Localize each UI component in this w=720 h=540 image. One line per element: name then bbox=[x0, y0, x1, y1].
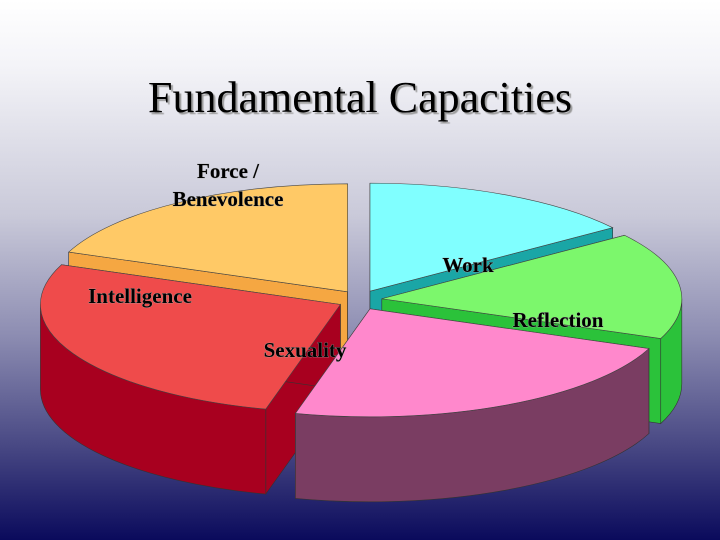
pie-slice-reflection bbox=[294, 307, 650, 503]
pie-slice-sexuality bbox=[40, 264, 341, 496]
slice-label-line: Benevolence bbox=[173, 187, 284, 211]
slice-top bbox=[369, 182, 614, 292]
slice-label-sexuality: Sexuality bbox=[264, 338, 347, 362]
slice-label-force-benevolence: Force / Benevolence bbox=[173, 159, 284, 211]
slice-top bbox=[68, 183, 348, 293]
slice-label-line: Sexuality bbox=[264, 338, 347, 362]
slice-label-line: Reflection bbox=[513, 308, 604, 332]
slice-label-line: Intelligence bbox=[88, 284, 192, 308]
slice-label-intelligence: Intelligence bbox=[88, 284, 192, 308]
slice-top bbox=[294, 308, 650, 418]
slide-title: Fundamental Capacities bbox=[148, 73, 572, 122]
slice-label-line: Work bbox=[442, 253, 494, 277]
slice-label-work: Work bbox=[442, 253, 494, 277]
slice-label-line: Force / bbox=[197, 159, 260, 183]
slice-top bbox=[40, 264, 341, 410]
slice-label-reflection: Reflection bbox=[513, 308, 604, 332]
slice-top bbox=[381, 234, 683, 339]
